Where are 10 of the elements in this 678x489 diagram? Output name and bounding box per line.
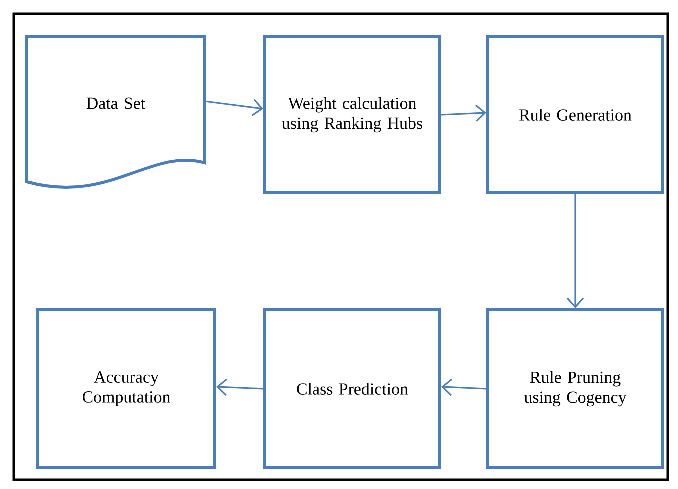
- arrow: [205, 99, 264, 116]
- process-box: Class Prediction: [264, 308, 442, 470]
- arrow: [442, 378, 487, 396]
- arrow: [441, 104, 486, 122]
- arrow: [216, 378, 264, 396]
- process-box: Rule Pruning using Cogency: [486, 308, 664, 470]
- process-box: Weight calculation using Ranking Hubs: [264, 36, 442, 194]
- arrow: [566, 194, 584, 308]
- process-box: Rule Generation: [486, 36, 664, 194]
- process-box: Accuracy Computation: [36, 308, 216, 470]
